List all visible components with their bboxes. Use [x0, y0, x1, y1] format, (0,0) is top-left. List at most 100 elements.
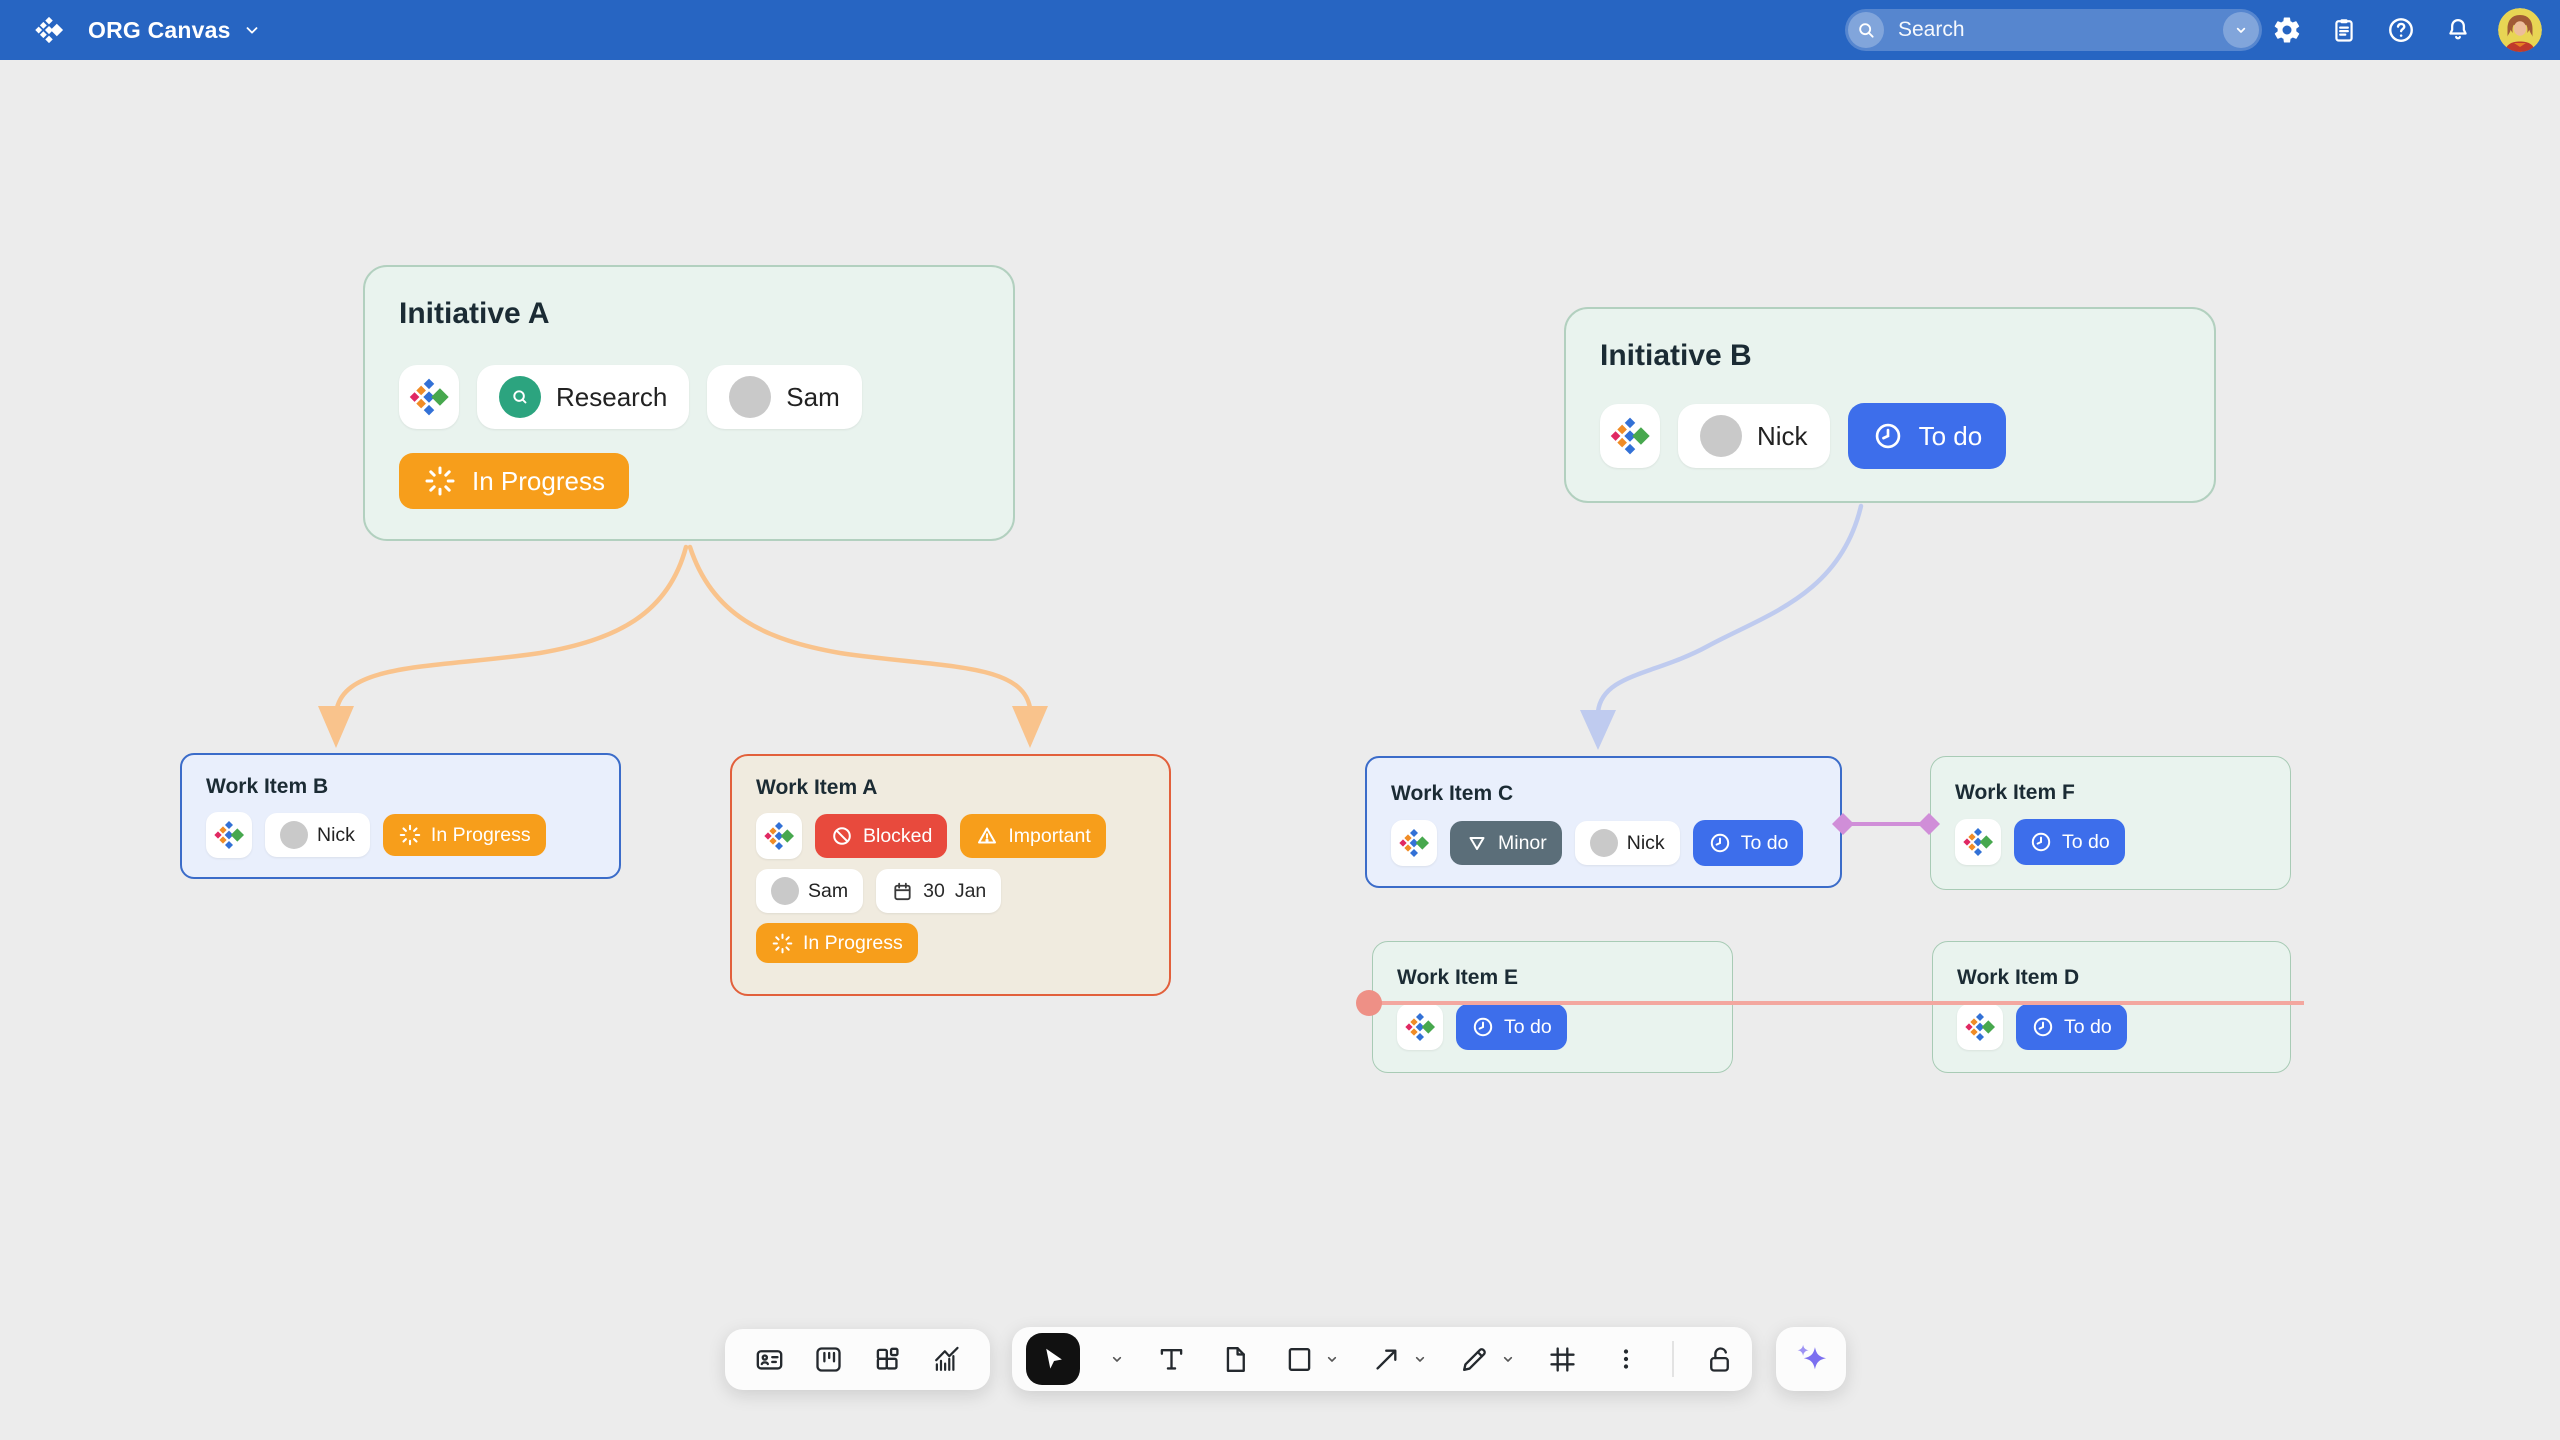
frame-tool-icon[interactable]: [1545, 1341, 1581, 1377]
card-title: Work Item F: [1955, 781, 2075, 804]
assignee-chip[interactable]: Nick: [1574, 821, 1680, 865]
search-icon: [1848, 12, 1884, 48]
search-options-chevron-icon[interactable]: [2223, 12, 2259, 48]
clock-icon: [2029, 830, 2053, 854]
status-chip-todo[interactable]: To do: [1456, 1004, 1567, 1050]
app-logo-chip[interactable]: [1957, 1004, 2003, 1050]
assignee-chip[interactable]: Nick: [1678, 404, 1830, 468]
kanban-tool-icon[interactable]: [810, 1342, 846, 1378]
settings-gear-icon[interactable]: [2270, 13, 2304, 47]
assignee-chip[interactable]: Sam: [756, 869, 864, 913]
shape-tool-chevron-icon[interactable]: [1323, 1350, 1341, 1368]
shape-tool-icon[interactable]: [1281, 1341, 1317, 1377]
severity-chip-minor[interactable]: Minor: [1450, 821, 1562, 865]
due-month: Jan: [954, 879, 987, 902]
in-progress-spinner-icon: [771, 932, 794, 955]
card-title: Work Item E: [1397, 966, 1518, 989]
notifications-bell-icon[interactable]: [2441, 13, 2475, 47]
lock-tool-icon[interactable]: [1702, 1341, 1738, 1377]
flag-chip-blocked[interactable]: Blocked: [815, 814, 948, 858]
avatar-placeholder-icon: [729, 376, 772, 418]
page-tool-icon[interactable]: [1217, 1341, 1253, 1377]
card-title: Work Item A: [756, 776, 878, 799]
toolbar-divider: [1672, 1341, 1675, 1377]
avatar-placeholder-icon: [771, 877, 799, 905]
select-tool-button[interactable]: [1026, 1333, 1080, 1385]
app-logo-chip[interactable]: [1391, 820, 1437, 866]
text-tool-icon[interactable]: [1154, 1341, 1190, 1377]
calendar-icon: [891, 880, 914, 903]
connector-work-item-c-to-work-item-f[interactable]: [1832, 813, 1940, 835]
app-logo-chip[interactable]: [1397, 1004, 1443, 1050]
priority-chip-important[interactable]: Important: [960, 814, 1106, 858]
clock-icon: [1872, 420, 1904, 452]
status-chip-in-progress[interactable]: In Progress: [382, 814, 546, 856]
warning-icon: [975, 824, 999, 848]
card-work-item-f[interactable]: Work Item F To do: [1930, 756, 2291, 890]
status-chip-todo[interactable]: To do: [1847, 403, 2007, 469]
clock-icon: [1471, 1015, 1495, 1039]
user-avatar[interactable]: [2498, 8, 2542, 52]
project-chip[interactable]: Research: [477, 365, 690, 429]
connector-initiative-a-to-work-item-a[interactable]: [687, 544, 1048, 748]
assignee-chip[interactable]: Sam: [707, 365, 862, 429]
app-logo-chip[interactable]: [1600, 404, 1660, 468]
card-work-item-d[interactable]: Work Item D To do: [1932, 941, 2291, 1073]
connector-initiative-a-to-work-item-b[interactable]: [318, 544, 689, 748]
pen-tool-icon[interactable]: [1457, 1341, 1493, 1377]
main-toolbar: [1012, 1327, 1752, 1391]
search-input[interactable]: [1884, 18, 2223, 42]
app-logo-chip[interactable]: [399, 365, 459, 429]
in-progress-spinner-icon: [398, 823, 422, 847]
status-chip-in-progress[interactable]: In Progress: [399, 453, 629, 509]
card-work-item-a[interactable]: Work Item A Blocked Important Sam: [730, 754, 1171, 996]
chevron-down-icon: [246, 27, 258, 34]
avatar-placeholder-icon: [1589, 829, 1618, 857]
card-title: Initiative B: [1600, 339, 1752, 372]
layout-blocks-tool-icon[interactable]: [869, 1342, 905, 1378]
status-chip-todo[interactable]: To do: [2016, 1004, 2127, 1050]
in-progress-spinner-icon: [423, 464, 457, 498]
connector-initiative-b-to-work-item-c[interactable]: [1580, 503, 1864, 750]
minor-triangle-down-icon: [1465, 831, 1489, 855]
card-title: Work Item D: [1957, 966, 2080, 989]
card-title: Initiative A: [399, 297, 550, 330]
help-icon[interactable]: [2384, 13, 2418, 47]
card-work-item-e[interactable]: Work Item E To do: [1372, 941, 1733, 1073]
pen-tool-chevron-icon[interactable]: [1499, 1350, 1517, 1368]
board-title-menu[interactable]: ORG Canvas: [88, 17, 261, 44]
due-date-chip[interactable]: 30 Jan: [876, 869, 1002, 913]
connector-arrow-tool-icon[interactable]: [1369, 1341, 1405, 1377]
more-tools-kebab-icon[interactable]: [1608, 1341, 1644, 1377]
clipboard-icon[interactable]: [2327, 13, 2361, 47]
app-logo-chip[interactable]: [756, 813, 802, 859]
ai-sparkle-icon: [1797, 1344, 1827, 1370]
chart-tool-icon[interactable]: [928, 1342, 964, 1378]
card-initiative-a[interactable]: Initiative A Research Sam In Progres: [363, 265, 1015, 541]
status-chip-todo[interactable]: To do: [1692, 820, 1804, 866]
ai-assistant-button[interactable]: [1776, 1327, 1846, 1391]
research-icon: [499, 376, 541, 418]
insert-toolbar: [725, 1329, 990, 1390]
app-logo-chip[interactable]: [206, 812, 252, 858]
card-work-item-c[interactable]: Work Item C Minor Nick To do: [1365, 756, 1842, 888]
board-title: ORG Canvas: [88, 16, 231, 43]
status-chip-in-progress[interactable]: In Progress: [756, 923, 918, 963]
card-tool-icon[interactable]: [751, 1342, 787, 1378]
app-logo-icon[interactable]: [34, 15, 64, 45]
status-chip-todo[interactable]: To do: [2014, 819, 2125, 865]
card-work-item-b[interactable]: Work Item B Nick In Progress: [180, 753, 621, 879]
avatar-placeholder-icon: [1700, 415, 1742, 457]
assignee-chip[interactable]: Nick: [265, 813, 370, 857]
select-tool-chevron-icon[interactable]: [1108, 1350, 1126, 1368]
top-bar: ORG Canvas: [0, 0, 2560, 60]
card-title: Work Item B: [206, 775, 329, 798]
app-logo-chip[interactable]: [1955, 819, 2001, 865]
cursor-icon: [1046, 1348, 1062, 1369]
connector-tool-chevron-icon[interactable]: [1411, 1350, 1429, 1368]
card-initiative-b[interactable]: Initiative B Nick To do: [1564, 307, 2216, 503]
search-bar[interactable]: [1845, 9, 2262, 51]
card-title: Work Item C: [1391, 782, 1514, 805]
